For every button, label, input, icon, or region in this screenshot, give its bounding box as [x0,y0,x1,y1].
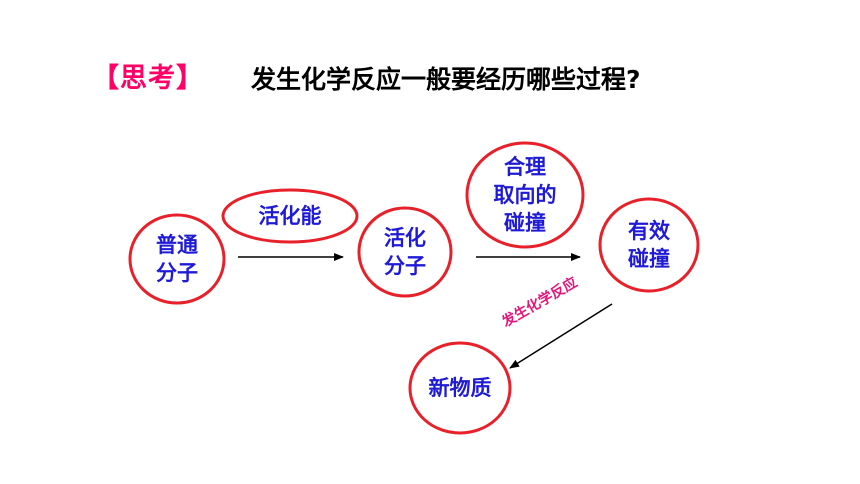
circle-activated-molecule [357,206,453,298]
circle-ordinary-molecule [128,213,226,305]
arrow-to-new-substance [509,303,613,369]
think-tag: 【思考】 [92,63,204,94]
circle-effective-collision [598,197,700,293]
question-title: 发生化学反应一般要经历哪些过程? [251,65,641,94]
circle-proper-orientation [465,141,585,249]
circle-new-substance [408,341,512,435]
node-ordinary-molecule: 普通 分子 [156,233,198,285]
node-new-substance: 新物质 [428,376,492,400]
node-proper-orientation-collision: 合理 取向的 碰撞 [493,155,557,235]
ellipse-activation-energy [221,188,359,244]
node-effective-collision: 有效 碰撞 [628,219,670,271]
node-activation-energy: 活化能 [258,204,322,228]
node-activated-molecule: 活化 分子 [384,226,426,278]
